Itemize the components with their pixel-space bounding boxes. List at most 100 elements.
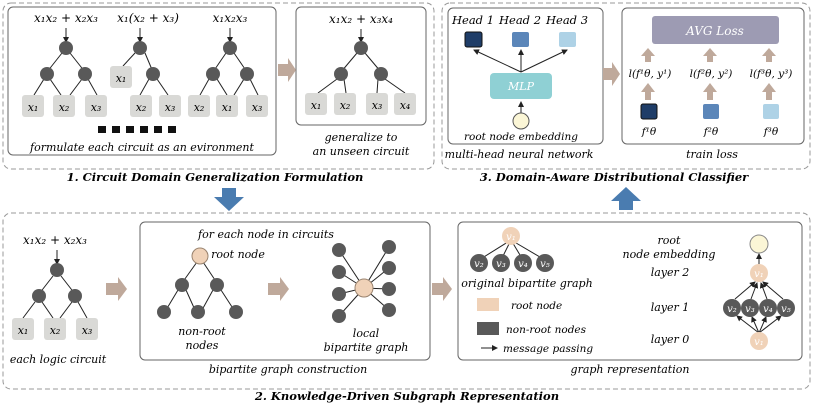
loss-3-label: l(f³θ, y³) [750,68,793,80]
leaf-box [159,95,181,117]
node [40,67,54,81]
circuit-4-unseen: x₁x₂ + x₃x₄ x₁ x₂ x₃ x₄ [305,12,416,115]
head-1-label: Head 1 [451,13,494,27]
node [382,282,396,296]
layer-1-node [759,299,777,317]
layer-0-root [750,332,768,350]
bip-node [470,254,488,272]
loss-1-label: l(f¹θ, y¹) [629,68,672,80]
output-1-box [640,103,658,120]
node [32,289,46,303]
root-node [191,247,209,265]
node [78,67,92,81]
avg-loss-block [652,16,779,44]
legend-nonroot-label: non-root nodes [506,324,587,336]
node [332,309,346,323]
output-up-arrow-2 [703,83,717,100]
loss-2-label: l(f²θ, y²) [690,68,733,80]
up-arrow-s2-to-s3 [611,187,641,210]
leaf-box [12,318,34,340]
generalize-arrow [278,58,296,82]
node [382,240,396,254]
node [354,41,368,55]
layer-1-node-label: v₄ [763,304,773,315]
leaf-label: x₁ [311,99,322,112]
layer-1-node [777,299,795,317]
node [59,41,73,55]
formulate-caption: formulate each circuit as an evironment [29,141,254,154]
node [374,67,388,81]
to-representation-arrow [432,277,452,301]
bip-node-label: v₂ [474,259,484,270]
generalize-caption-line1: generalize to [325,131,398,144]
layer-2-root [750,264,768,282]
section3-outer-panel [441,2,811,170]
root-node-label: root node [211,248,265,261]
to-loss-arrow [603,62,620,86]
loss-up-arrow-3 [762,48,776,62]
layer-1-label: layer 1 [651,301,690,314]
node [50,263,64,277]
layer-1-node-label: v₃ [745,304,755,315]
circuit-3: x₁x₂x₃ x₂ x₁ x₃ [188,11,268,117]
node [229,305,243,319]
avg-loss-label: AVG Loss [685,24,744,38]
circuit-1-expression: x₁x₂ + x₂x₃ [34,11,98,25]
loss-up-arrow-1 [641,48,655,62]
section1-title: 1. Circuit Domain Generalization Formula… [67,170,364,184]
bip-node [514,254,532,272]
leaf-label: x₃ [82,324,93,337]
bip-node-label: v₃ [496,259,506,270]
leaf-box [246,95,268,117]
output-2-box [703,104,719,119]
local-bipartite-graph [332,240,396,323]
head-2-output [512,32,529,47]
node [332,287,346,301]
leaf-label: x₃ [252,101,263,114]
section1-environments-box [7,6,277,156]
leaf-box [44,318,66,340]
leaf-box [366,93,388,115]
leaf-box [53,95,75,117]
output-3-box [763,104,779,119]
leaf-box [216,95,238,117]
leaf-label: x₃ [91,101,102,114]
output-2-label: f²θ [703,126,719,138]
root-node-embedding-line2: node embedding [623,248,716,261]
loss-up-arrow-2 [703,48,717,62]
head-1-output [464,31,483,48]
logic-circuit-expression: x₁x₂ + x₂x₃ [23,233,87,247]
leaf-label: x₁ [28,101,39,114]
leaf-label: x₁ [222,101,233,114]
node [240,67,254,81]
node [191,305,205,319]
node [157,305,171,319]
head-3-label: Head 3 [545,13,588,27]
leaf-label: x₁ [116,72,127,85]
message-passing-graph: v₁ v₂ v₃ v₄ v₅ v₁ [723,234,795,350]
non-root-label-line1: non-root [178,325,226,338]
circuit-1: x₁x₂ + x₂x₃ x₁ x₂ x₃ [22,11,107,117]
leaf-box [130,95,152,117]
leaf-label: x₂ [50,324,61,337]
section2-outer-panel [2,212,811,390]
circuit-2: x₁(x₂ + x₃) x₁ x₂ x₃ [110,11,181,117]
output-1-label: f¹θ [641,126,657,138]
circuit-2-expression: x₁(x₂ + x₃) [117,11,179,25]
leaf-label: x₂ [59,101,70,114]
output-3-label: f³θ [763,126,779,138]
node [382,261,396,275]
legend-root-label: root node [511,300,562,312]
legend-nonroot-swatch [477,322,499,335]
root-node [354,278,374,298]
layer-1-node-label: v₅ [781,304,791,315]
legend-root-swatch [477,298,499,311]
circuit-4-expression: x₁x₂ + x₃x₄ [329,12,393,26]
node [206,67,220,81]
leaf-box [85,95,107,117]
bip-node-label: v₄ [518,259,528,270]
circuit-3-expression: x₁x₂x₃ [213,11,248,25]
leaf-label: x₃ [165,101,176,114]
node [210,278,224,292]
